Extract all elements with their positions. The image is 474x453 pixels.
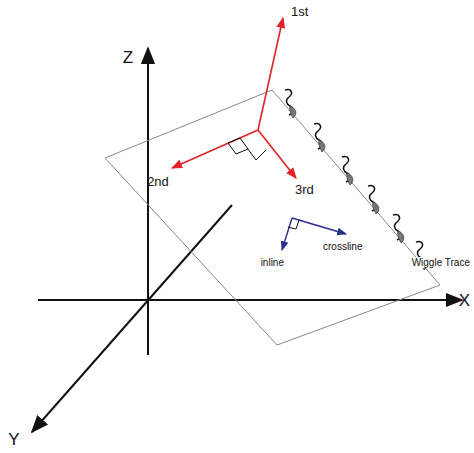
wiggle-fill	[290, 106, 296, 118]
right-angle-mark	[228, 138, 248, 154]
axis-label: Y	[7, 431, 20, 450]
axis-label: Z	[122, 49, 134, 68]
wiggle-traces	[285, 90, 427, 270]
z-axis	[147, 48, 149, 355]
tilted-plane	[105, 90, 440, 345]
wiggle-fill	[398, 231, 404, 243]
crossline-arrow	[292, 218, 346, 234]
wiggle-fill	[373, 202, 379, 214]
second-vector	[172, 130, 258, 168]
third-vector	[258, 130, 296, 178]
direction-label: crossline	[322, 241, 363, 252]
wiggle-fill	[347, 173, 353, 185]
vector-label: 3rd	[294, 183, 315, 197]
wiggle-fill	[319, 140, 325, 152]
direction-label: inline	[260, 257, 285, 268]
inline-arrow	[282, 218, 292, 250]
callout-label: Wiggle Trace	[411, 257, 471, 268]
axis-label: X	[458, 292, 471, 311]
vector-label: 2nd	[146, 175, 170, 189]
first-vector	[258, 18, 283, 130]
right-angle-mark	[248, 149, 266, 160]
vector-label: 1st	[290, 5, 309, 19]
right-angle-mark	[288, 220, 299, 229]
y-axis	[32, 205, 232, 432]
